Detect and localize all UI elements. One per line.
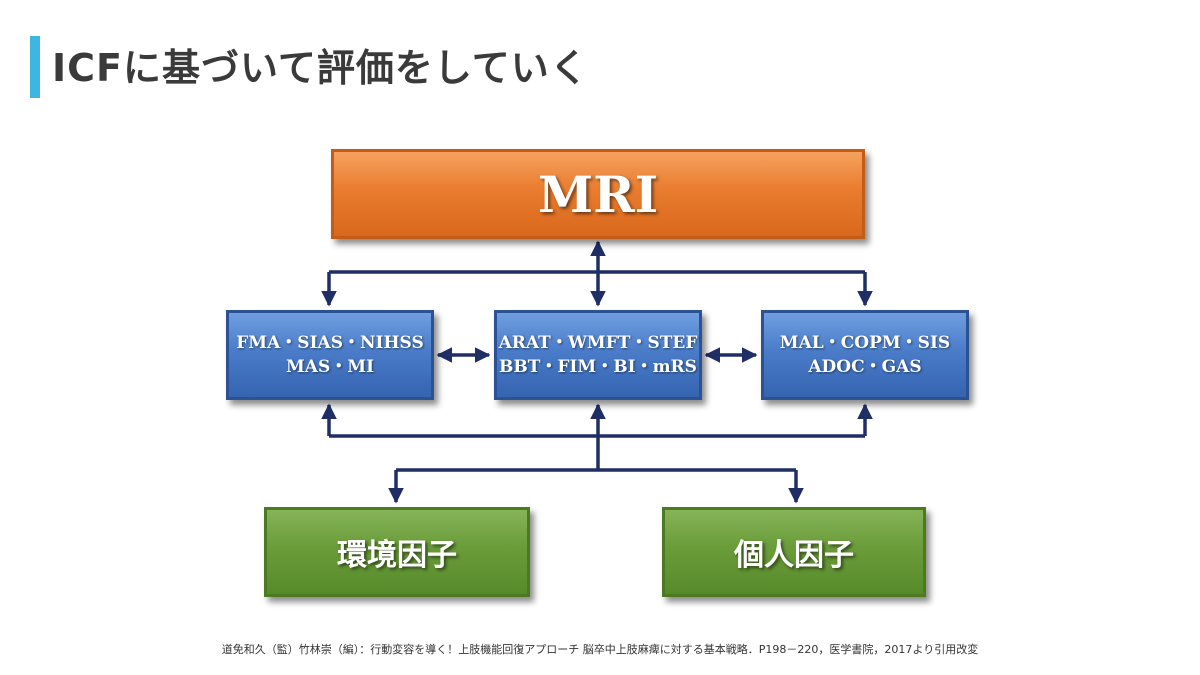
slide-title: ICFに基づいて評価をしていく [52,46,589,90]
citation-text: 道免和久（監）竹林崇（編）：行動変容を導く！上肢機能回復アプローチ 脳卒中上肢麻… [221,643,979,656]
environmental-factors-box: 環境因子 [264,507,530,597]
assessment-line: MAL・COPM・SIS [779,333,951,353]
mri-label: MRI [537,164,659,224]
personal-factors-box: 個人因子 [662,507,926,597]
assessment-box-participation: MAL・COPM・SIS ADOC・GAS [761,310,969,400]
factor-label: 環境因子 [337,538,457,573]
mri-box: MRI [331,149,865,239]
assessment-line: BBT・FIM・BI・mRS [499,357,697,377]
factor-label: 個人因子 [734,538,854,573]
assessment-line: ARAT・WMFT・STEF [498,333,698,353]
assessment-box-activity: ARAT・WMFT・STEF BBT・FIM・BI・mRS [494,310,702,400]
assessment-line: MAS・MI [285,357,375,377]
title-accent-bar [30,36,40,98]
assessment-line: ADOC・GAS [808,357,922,377]
assessment-line: FMA・SIAS・NIHSS [236,333,424,353]
assessment-box-body-function: FMA・SIAS・NIHSS MAS・MI [226,310,434,400]
